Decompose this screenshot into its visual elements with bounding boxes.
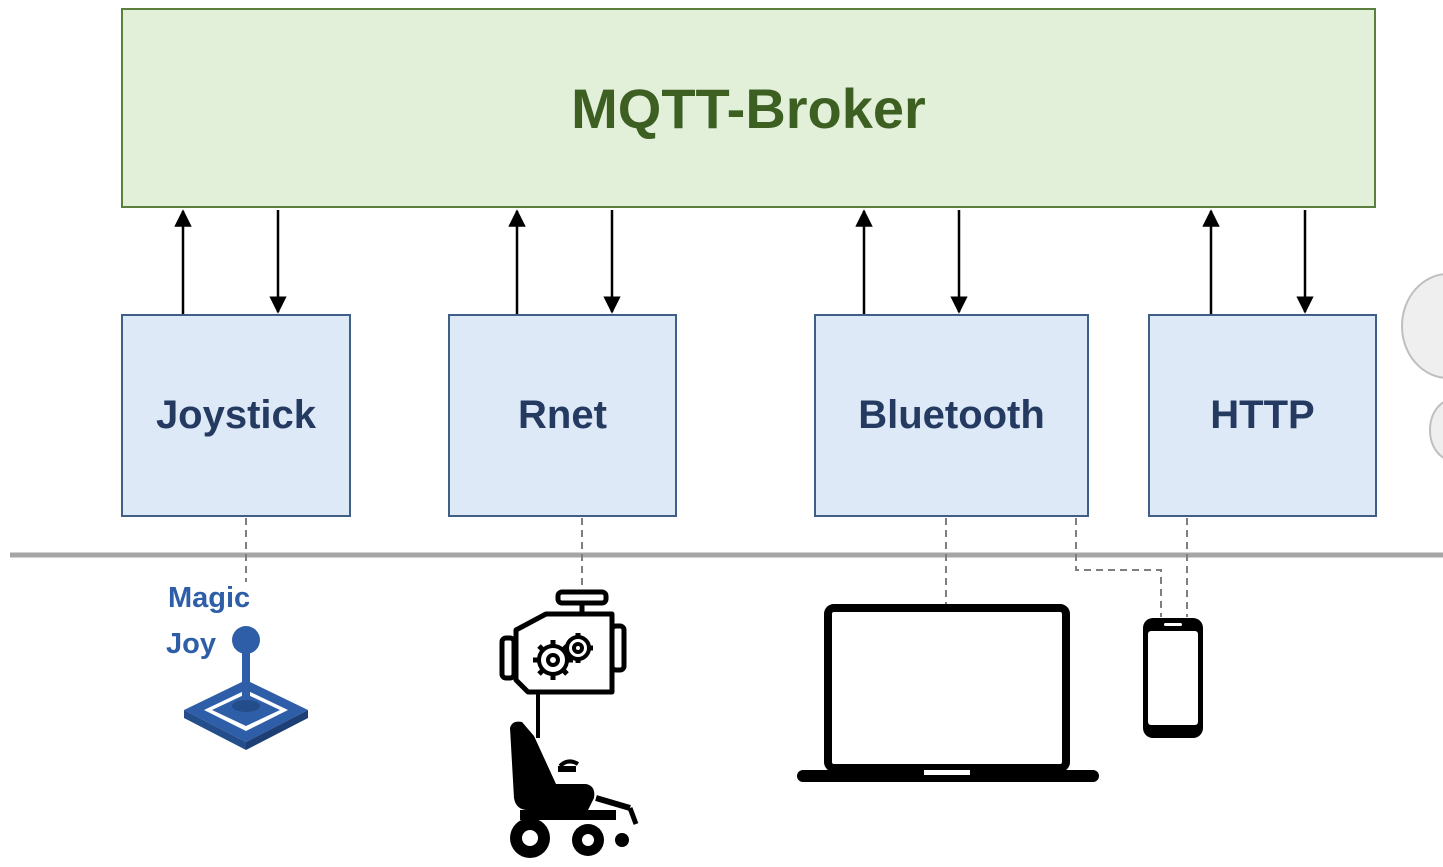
link-bluetooth-phone [1075, 518, 1162, 617]
mqtt-broker-box: MQTT-Broker [121, 8, 1376, 208]
module-bluetooth: Bluetooth [814, 314, 1089, 517]
module-bluetooth-label: Bluetooth [858, 393, 1045, 437]
module-http: HTTP [1148, 314, 1377, 517]
broker-title: MQTT-Broker [571, 76, 926, 140]
partial-cloud-shape [1401, 273, 1443, 379]
smartphone-icon [1143, 618, 1203, 738]
module-joystick: Joystick [121, 314, 351, 517]
magic-joy-label-line1: Magic [168, 582, 251, 614]
partial-cloud-shape-2 [1429, 401, 1443, 459]
wheelchair-with-gearbox-icon [499, 589, 639, 858]
module-http-label: HTTP [1210, 393, 1315, 437]
laptop-icon [797, 604, 1099, 782]
magic-joy-label-line2: Joy [166, 628, 216, 660]
module-joystick-label: Joystick [155, 393, 317, 437]
module-rnet-label: Rnet [518, 393, 607, 437]
joystick-icon [184, 626, 308, 750]
module-rnet: Rnet [448, 314, 677, 517]
